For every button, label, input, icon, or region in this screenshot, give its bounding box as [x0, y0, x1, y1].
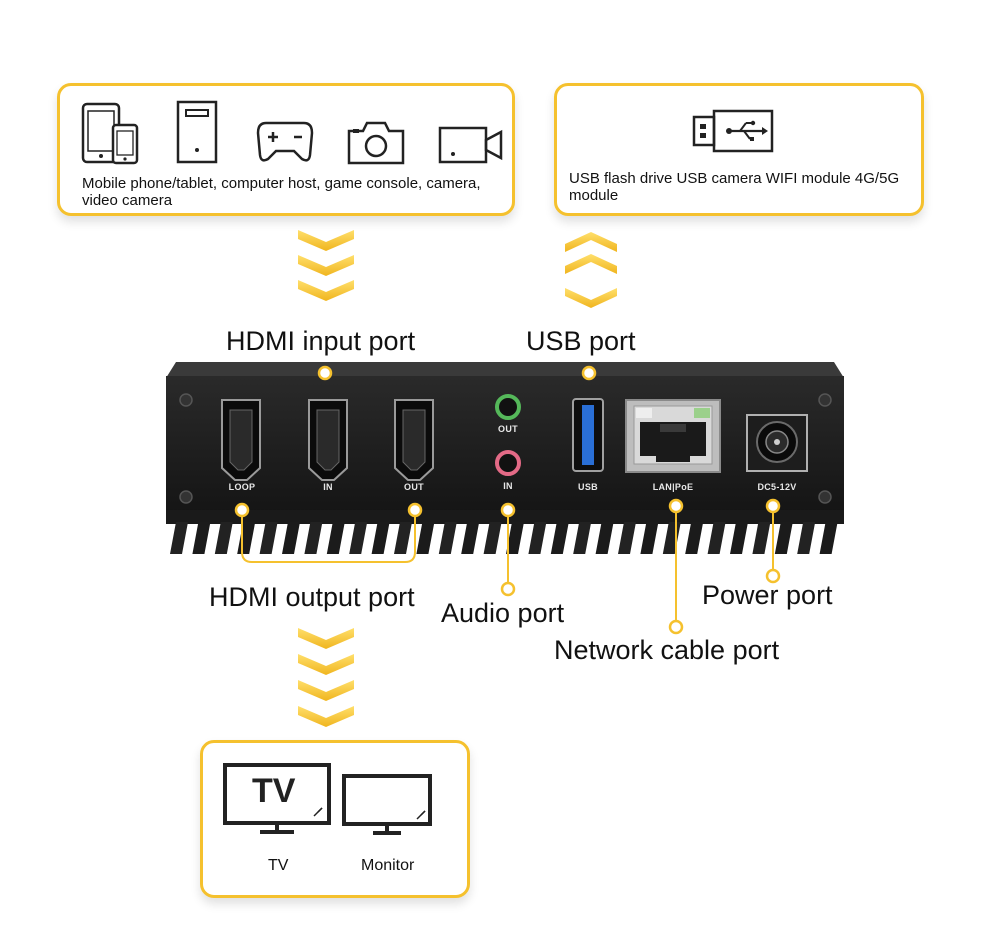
heatsink-fin — [528, 522, 547, 554]
panel-label-audio-in: IN — [503, 481, 513, 491]
heatsink-fin — [774, 522, 793, 554]
audio-in-jack — [495, 450, 521, 476]
hdmi-loop-port — [221, 399, 261, 481]
heatsink-fin — [461, 522, 480, 554]
tv-label: TV — [268, 857, 289, 874]
heatsink-fin — [595, 522, 614, 554]
hdmi-output-port-label: HDMI output port — [209, 582, 415, 612]
heatsink-fin — [237, 522, 256, 554]
monitor-icon — [342, 774, 432, 835]
heatsink-fin — [371, 522, 390, 554]
source-devices-caption: Mobile phone/tablet, computer host, game… — [82, 175, 481, 209]
panel-label-hdmi-in: IN — [323, 482, 333, 492]
panel-label-audio-out: OUT — [498, 424, 518, 434]
heatsink-fin — [214, 522, 233, 554]
heatsink-fin — [707, 522, 726, 554]
power-port-label: Power port — [702, 580, 833, 610]
panel-label-hdmi-out: OUT — [404, 482, 424, 492]
heatsink-fin — [573, 522, 592, 554]
hdmi-input-port-label: HDMI input port — [226, 326, 416, 356]
network-cable-port-label: Network cable port — [554, 635, 780, 665]
heatsink-fin — [326, 522, 345, 554]
camera-icon — [347, 121, 405, 165]
heatsink-fin — [192, 522, 211, 554]
video-camera-icon — [438, 126, 503, 164]
heatsink-fin — [797, 522, 816, 554]
audio-out-jack — [495, 394, 521, 420]
heatsink-fin — [506, 522, 524, 554]
heatsink-fin — [640, 522, 659, 554]
heatsink-fin — [730, 522, 748, 554]
up-down-arrow-usb-icon — [565, 232, 617, 308]
hdmi-in-port — [308, 399, 348, 481]
heatsink-fin — [416, 522, 435, 554]
tablet-phone-icon — [81, 102, 139, 165]
panel-label-usb: USB — [578, 482, 598, 492]
tv-screen-text: TV — [252, 772, 296, 810]
heatsink-fin — [349, 522, 368, 554]
usb-drive-icon — [692, 109, 774, 153]
heatsink-fin — [819, 522, 838, 554]
heatsink-fin — [662, 522, 681, 554]
heatsink-fin — [394, 522, 412, 554]
tv-icon — [223, 763, 331, 834]
monitor-label: Monitor — [361, 857, 415, 874]
heatsink-fin — [483, 522, 502, 554]
heatsink-fin — [438, 522, 457, 554]
heatsink-fin — [618, 522, 636, 554]
dc-power-port — [746, 414, 808, 472]
lan-port — [625, 399, 721, 473]
heatsink-fin — [282, 522, 300, 554]
gamepad-icon — [256, 121, 314, 162]
heatsink-fin — [752, 522, 771, 554]
heatsink-fin — [304, 522, 323, 554]
usb-devices-box — [554, 83, 924, 216]
panel-label-loop: LOOP — [228, 482, 256, 492]
down-arrow-hdmi-out-icon — [298, 628, 354, 727]
usb-port — [572, 398, 604, 472]
down-arrow-hdmi-in-icon — [298, 230, 354, 301]
usb-devices-caption: USB flash drive USB camera WIFI module 4… — [569, 170, 900, 204]
hdmi-out-port — [394, 399, 434, 481]
panel-label-dc: DC5-12V — [757, 482, 797, 492]
heatsink-fin — [259, 522, 278, 554]
heatsink-fin — [685, 522, 704, 554]
computer-tower-icon — [176, 100, 218, 164]
usb-port-label: USB port — [526, 326, 636, 356]
heatsink-fin — [170, 522, 188, 554]
panel-label-lan: LAN|PoE — [652, 482, 694, 492]
audio-port-label: Audio port — [441, 598, 565, 628]
heatsink-fin — [550, 522, 569, 554]
